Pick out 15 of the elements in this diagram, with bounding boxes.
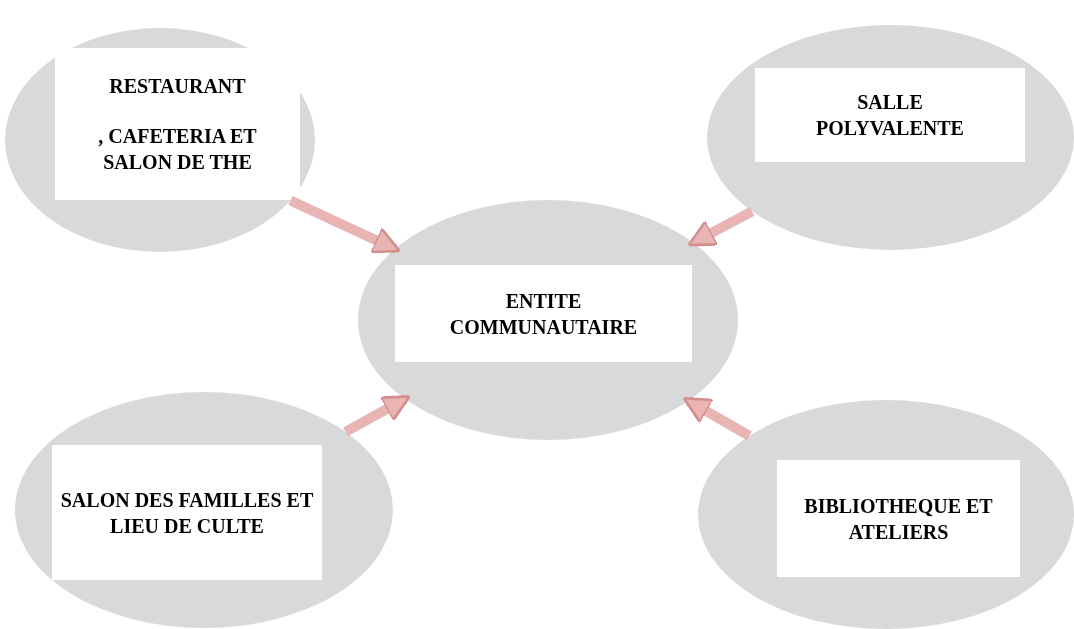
box-text: SALLE POLYVALENTE — [815, 90, 965, 141]
label-box — [55, 48, 300, 200]
box-text: , CAFETERIA ET SALON DE THE — [97, 124, 258, 175]
box-text: ENTITE COMMUNAUTAIRE — [448, 288, 639, 340]
arrow — [343, 394, 411, 437]
arrow — [682, 396, 752, 441]
label-box — [755, 68, 1025, 162]
box-text: SALON DES FAMILLES ET LIEU DE CULTE — [60, 487, 314, 539]
label-box — [395, 265, 692, 362]
label-box — [777, 460, 1020, 577]
box-text: BIBLIOTHEQUE ET ATELIERS — [803, 493, 994, 545]
arrow — [288, 195, 401, 254]
arrow — [687, 206, 755, 248]
label-box — [52, 445, 322, 580]
box-text: RESTAURANT — [109, 74, 246, 99]
